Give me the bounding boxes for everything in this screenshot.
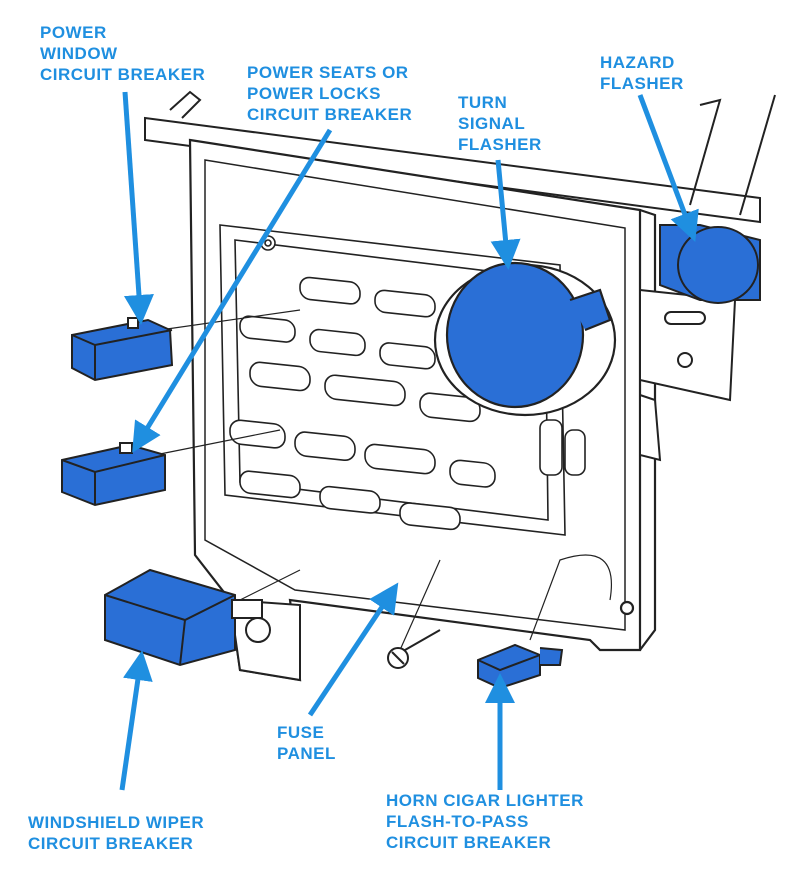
arrow-icon	[307, 582, 399, 717]
mount-bracket-bottom	[228, 598, 301, 682]
power-window-label: POWER WINDOW CIRCUIT BREAKER	[40, 22, 205, 85]
label-line: WINDSHIELD WIPER	[28, 813, 205, 832]
label-line: FLASHER	[458, 135, 542, 154]
turn-signal-flasher	[433, 261, 617, 417]
dash-bracket	[144, 90, 776, 224]
label-line: POWER SEATS OR	[247, 63, 409, 82]
callout-arrows	[119, 91, 699, 791]
windshield-wiper-label: WINDSHIELD WIPER CIRCUIT BREAKER	[28, 812, 204, 854]
power-seats-label: POWER SEATS OR POWER LOCKS CIRCUIT BREAK…	[247, 62, 412, 125]
label-line: FUSE	[277, 723, 325, 742]
horn-label: HORN CIGAR LIGHTER FLASH-TO-PASS CIRCUIT…	[386, 790, 584, 853]
power-seats-circuit-breaker	[61, 442, 166, 507]
label-line: FLASH-TO-PASS	[386, 812, 529, 831]
fuse-row-3	[249, 361, 481, 423]
label-line: HORN CIGAR LIGHTER	[386, 791, 584, 810]
label-line: CIRCUIT BREAKER	[40, 65, 206, 84]
arrow-icon	[490, 159, 521, 270]
arrow-icon	[122, 91, 154, 325]
label-line: CIRCUIT BREAKER	[28, 834, 194, 853]
label-line: HAZARD	[600, 53, 675, 72]
label-line: CIRCUIT BREAKER	[247, 105, 413, 124]
label-line: WINDOW	[40, 44, 118, 63]
screw-icon	[387, 629, 441, 669]
power-window-circuit-breaker	[71, 317, 174, 382]
label-line: POWER	[40, 23, 107, 42]
label-line: TURN	[458, 93, 508, 112]
hazard-flasher	[659, 224, 761, 304]
arrow-icon	[119, 650, 153, 791]
label-line: POWER LOCKS	[247, 84, 381, 103]
mount-bracket-right	[639, 288, 737, 462]
fuse-row-5	[239, 470, 461, 531]
fuse-row-2	[239, 315, 436, 370]
arrow-icon	[637, 94, 699, 243]
windshield-wiper-circuit-breaker	[104, 568, 263, 667]
label-line: CIRCUIT BREAKER	[386, 833, 552, 852]
hazard-flasher-label: HAZARD FLASHER	[600, 52, 684, 94]
leader-lines	[154, 309, 612, 651]
horn-circuit-breaker	[477, 643, 564, 690]
label-line: PANEL	[277, 744, 336, 763]
fuse-panel-label: FUSE PANEL	[277, 722, 336, 764]
label-line: SIGNAL	[458, 114, 526, 133]
turn-signal-label: TURN SIGNAL FLASHER	[458, 92, 542, 155]
arrow-icon	[132, 128, 333, 453]
label-line: FLASHER	[600, 74, 684, 93]
